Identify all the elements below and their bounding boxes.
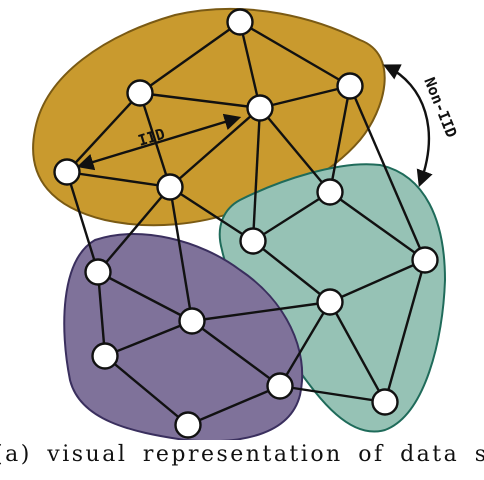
graph-edge bbox=[169, 185, 254, 243]
graph-edge bbox=[259, 84, 351, 110]
graph-edge bbox=[139, 91, 261, 110]
graph-edge bbox=[168, 186, 194, 322]
graph-node bbox=[316, 288, 344, 316]
graph-nodes bbox=[53, 8, 439, 439]
graph-edge bbox=[252, 190, 331, 243]
graph-edge bbox=[66, 170, 171, 189]
graph-edge bbox=[104, 319, 193, 358]
graph-edge bbox=[328, 301, 387, 403]
non-iid-label: Non-IID bbox=[420, 75, 460, 140]
graph-edge bbox=[329, 258, 426, 304]
graph-node bbox=[91, 342, 119, 370]
graph-node bbox=[84, 258, 112, 286]
graph-node bbox=[239, 227, 267, 255]
graph-edge bbox=[96, 271, 107, 357]
graph-node bbox=[156, 173, 184, 201]
graph-edge bbox=[383, 259, 427, 403]
graph-node bbox=[178, 307, 206, 335]
graph-node bbox=[246, 94, 274, 122]
graph-node bbox=[126, 79, 154, 107]
graph-node bbox=[266, 372, 294, 400]
graph-edge bbox=[238, 21, 262, 109]
graph-node bbox=[411, 246, 439, 274]
graph-node bbox=[371, 388, 399, 416]
non-iid-arrow bbox=[382, 64, 433, 188]
graph-edge bbox=[104, 355, 189, 426]
graph-edge bbox=[328, 85, 352, 193]
iid-arrow bbox=[76, 113, 242, 171]
graph-edge bbox=[97, 270, 193, 323]
graph-node bbox=[316, 178, 344, 206]
graph-node bbox=[336, 72, 364, 100]
figure-caption: (a) visual representation of data skewne… bbox=[0, 438, 484, 480]
graph-edge bbox=[279, 384, 386, 404]
graph-edge bbox=[97, 186, 171, 273]
graph-edge bbox=[252, 240, 331, 303]
graph-edge bbox=[191, 320, 281, 387]
graph-node bbox=[226, 8, 254, 36]
graph-edge bbox=[329, 191, 426, 261]
graph-edge bbox=[259, 107, 331, 193]
graph-edge bbox=[191, 300, 331, 323]
graph-edge bbox=[187, 384, 281, 427]
caption-text: (a) visual representation of data skewne… bbox=[0, 442, 484, 467]
graph-edge bbox=[251, 107, 262, 242]
graph-edge bbox=[239, 20, 351, 88]
graph-node bbox=[174, 411, 202, 439]
graph-diagram: IID Non-IID bbox=[32, 8, 461, 440]
graph-edge bbox=[278, 301, 332, 387]
graph-edge bbox=[139, 21, 241, 94]
graph-node bbox=[53, 158, 81, 186]
graph-edge bbox=[65, 171, 100, 273]
